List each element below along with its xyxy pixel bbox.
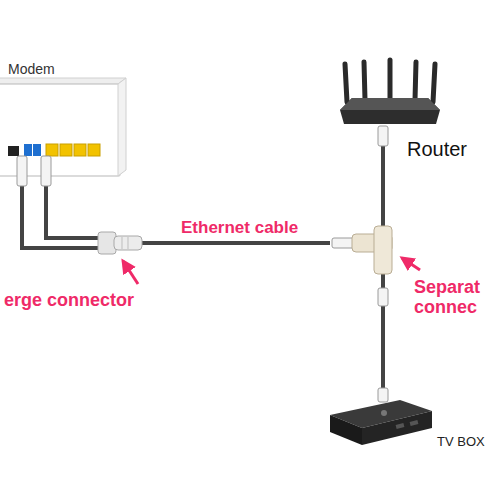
modem-port: [24, 144, 32, 156]
modem-unit: Modem: [0, 60, 130, 200]
rj45-plug: [332, 238, 354, 248]
rj45-plug: [41, 156, 51, 186]
modem-side: [118, 78, 126, 176]
node-label: Separat connec: [414, 278, 486, 318]
ethernet-cable: [20, 200, 24, 226]
modem-port: [33, 144, 41, 156]
connector-rib: [128, 237, 129, 249]
router-antenna: [433, 64, 435, 102]
node-label: erge connector: [4, 290, 134, 311]
separator-connector-body: [374, 226, 392, 274]
rj45-plug: [17, 156, 27, 186]
rj45-plug: [378, 388, 388, 402]
router-body: [340, 98, 440, 124]
tv-box-light: [381, 410, 387, 416]
merge-connector-body: [114, 236, 142, 250]
cable: [44, 184, 48, 202]
ethernet-cable: [44, 200, 48, 226]
cable: [46, 224, 100, 238]
cable-label: Ethernet cable: [178, 218, 301, 237]
modem-port: [8, 146, 19, 156]
node-label: TV BOX: [437, 435, 485, 450]
router-antenna: [415, 62, 416, 100]
modem-top: [0, 78, 126, 84]
router-antenna: [364, 62, 365, 100]
ethernet-cable: [150, 241, 330, 245]
modem-port: [88, 144, 100, 156]
node-label: Modem: [8, 61, 55, 77]
merge-connector: erge connector: [4, 226, 150, 313]
node-label: Router: [407, 138, 467, 161]
merge-connector-body: [98, 232, 116, 254]
router-top: [340, 98, 440, 110]
tv-box-front: [362, 411, 432, 445]
rj45-plug: [378, 126, 388, 146]
router-antenna: [345, 64, 347, 102]
modem-port: [74, 144, 86, 156]
router-antenna: [388, 60, 393, 100]
modem-port: [60, 144, 72, 156]
cable: [20, 184, 24, 202]
tv-box-port: [410, 420, 419, 426]
rj45-plug: [378, 288, 388, 306]
edge-label-holder: Ethernet cable: [178, 218, 301, 238]
ethernet-cable: [381, 322, 385, 385]
cable: [22, 224, 100, 248]
tv-box-side: [330, 415, 362, 445]
callout-arrow: [123, 261, 138, 284]
tv-box-unit: TV BOX: [325, 385, 495, 460]
separator-connector: Separat connec: [330, 222, 498, 322]
ethernet-cable: [381, 164, 385, 222]
modem-port: [46, 144, 58, 156]
tv-box-port: [396, 423, 405, 429]
router-unit: Router: [335, 58, 495, 164]
connector-rib: [122, 237, 123, 249]
callout-arrow: [402, 258, 420, 270]
